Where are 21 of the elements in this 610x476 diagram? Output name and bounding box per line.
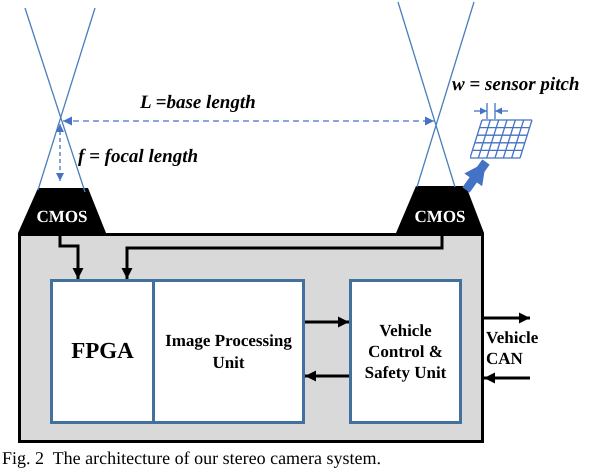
camera-body-box [18,233,484,443]
bus-label: Vehicle CAN [486,326,540,370]
dimension-label: f = focal length [78,146,198,168]
figure-caption: Fig. 2 The architecture of our stereo camera system. [2,448,382,469]
arrow [462,159,490,193]
arrow [122,233,444,279]
dimension-label: w = sensor pitch [452,74,580,96]
process-box [349,279,462,424]
box-label: Vehicle Control & Safety Unit [364,320,448,384]
box-label: Image Processing Unit [164,330,293,373]
arrow [484,372,530,384]
process-box [152,279,305,424]
arrow [305,316,349,328]
chip-label: CMOS [36,206,88,227]
process-box [50,279,155,424]
box-label: FPGA [70,337,135,366]
arrow [484,312,530,324]
dimension-label: L =base length [140,92,256,114]
chip-label: CMOS [414,206,466,227]
arrow [58,233,84,279]
arrow [305,370,349,382]
